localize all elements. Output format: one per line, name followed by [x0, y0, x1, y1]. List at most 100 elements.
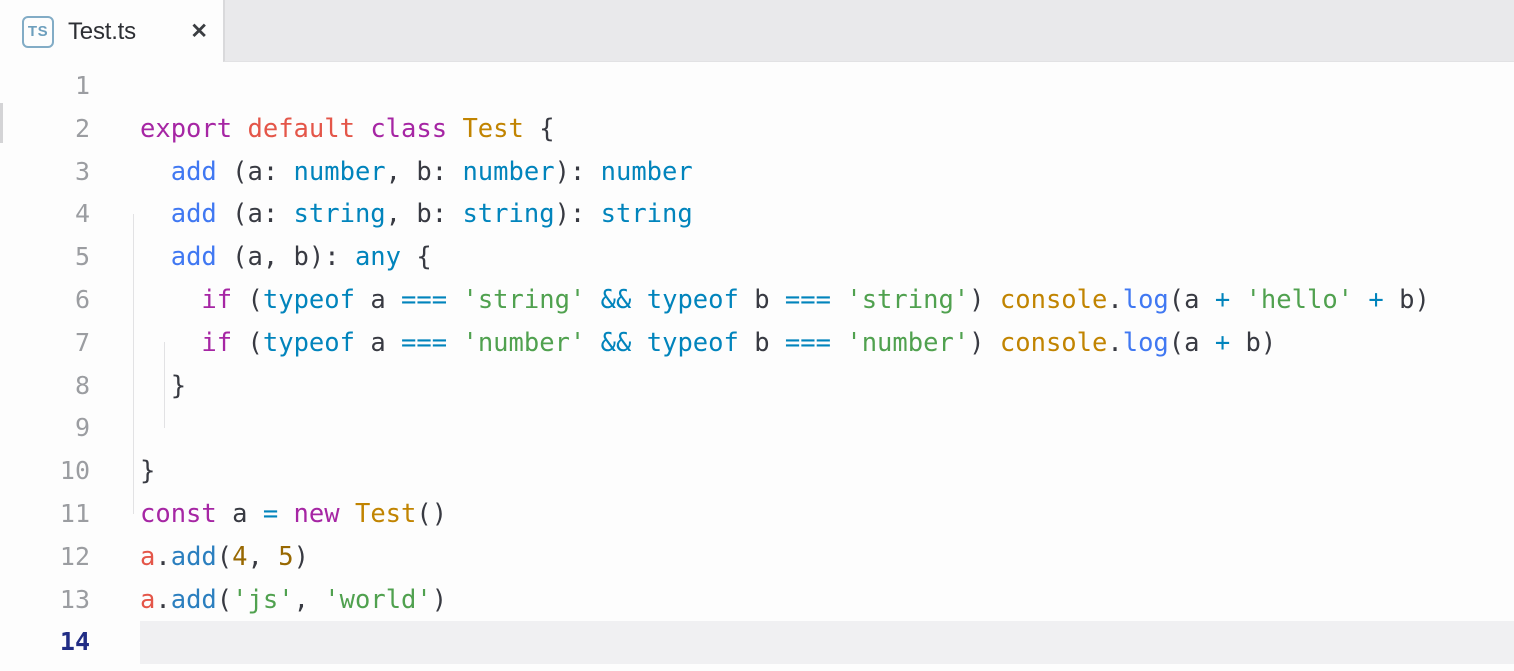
code-token: .	[1107, 327, 1123, 358]
close-icon[interactable]: ✕	[190, 20, 208, 43]
line-number[interactable]: 5	[74, 242, 90, 272]
code-token	[447, 328, 462, 358]
line-number[interactable]: 8	[74, 370, 90, 400]
code-token: =	[262, 498, 279, 529]
code-token: }	[140, 456, 156, 487]
code-token: ===	[401, 284, 448, 315]
code-token: +	[1214, 327, 1231, 358]
line-number[interactable]: 14	[59, 627, 90, 657]
code-token: a	[140, 584, 156, 615]
code-line-content[interactable]: add (a, b): any {	[140, 236, 1514, 279]
code-token	[1230, 285, 1245, 315]
code-line-content[interactable]: a.add('js', 'world')	[140, 579, 1514, 622]
line-number[interactable]: 1	[74, 71, 90, 100]
code-token: if	[201, 327, 233, 358]
code-token: , b:	[385, 156, 463, 187]
tab-test-ts[interactable]: TS Test.ts ✕	[0, 0, 223, 63]
line-number[interactable]: 10	[59, 456, 90, 486]
code-token: (a:	[216, 199, 294, 230]
code-token: typeof	[646, 327, 739, 358]
code-line-content[interactable]: add (a: number, b: number): number	[140, 151, 1514, 194]
code-token: 'string'	[846, 284, 970, 315]
code-token: number	[293, 156, 386, 187]
code-line-content[interactable]: export default class Test {	[140, 108, 1514, 151]
code-token: number	[600, 156, 693, 187]
code-line-content[interactable]: }	[140, 365, 1514, 408]
code-token: number	[462, 156, 555, 187]
code-line-content[interactable]	[140, 407, 1514, 450]
code-token: log	[1122, 327, 1169, 358]
code-line: 4 add (a: string, b: string): string	[0, 193, 1514, 236]
code-token: a	[354, 284, 402, 315]
code-token	[447, 285, 462, 315]
tab-bar-empty-area	[223, 0, 1514, 62]
code-token	[447, 114, 462, 144]
code-token: add	[170, 541, 217, 572]
code-token: if	[201, 284, 233, 315]
code-line-content[interactable]	[140, 65, 1514, 108]
code-line-content[interactable]	[140, 621, 1514, 665]
code-token: )	[969, 327, 1000, 358]
code-token: const	[140, 498, 217, 529]
code-token: &&	[600, 327, 632, 358]
code-line: 13 a.add('js', 'world')	[0, 579, 1514, 622]
line-number[interactable]: 6	[74, 284, 90, 314]
code-token: ===	[784, 327, 831, 358]
code-token	[1353, 285, 1368, 315]
line-number[interactable]: 11	[59, 498, 90, 528]
code-token: .	[155, 541, 171, 572]
code-token: ,	[293, 584, 325, 615]
code-token: , b:	[385, 199, 463, 230]
code-line: 3 add (a: number, b: number): number	[0, 151, 1514, 194]
code-token	[340, 499, 355, 529]
line-number[interactable]: 9	[74, 413, 90, 443]
code-line-content[interactable]: const a = new Test()	[140, 493, 1514, 536]
code-token: )	[431, 584, 448, 615]
code-token	[585, 285, 600, 315]
code-line: 5 add (a, b): any {	[0, 236, 1514, 279]
code-token: add	[170, 584, 217, 615]
line-number[interactable]: 12	[59, 541, 90, 571]
code-line-content[interactable]: }	[140, 450, 1514, 493]
code-token: a	[140, 541, 156, 572]
code-token: ):	[554, 156, 601, 187]
code-token	[585, 328, 600, 358]
indent-guide	[133, 213, 134, 514]
code-token: add	[170, 156, 217, 187]
line-number[interactable]: 7	[74, 327, 90, 357]
code-token: new	[293, 498, 340, 529]
code-token: log	[1122, 284, 1169, 315]
line-number[interactable]: 4	[74, 199, 90, 229]
code-token: +	[1214, 284, 1231, 315]
code-token	[631, 285, 646, 315]
code-line-content[interactable]: a.add(4, 5)	[140, 536, 1514, 579]
code-token: class	[370, 113, 448, 144]
code-line-content[interactable]: if (typeof a === 'number' && typeof b ==…	[140, 322, 1514, 365]
code-token	[631, 328, 646, 358]
code-token: (a, b):	[216, 242, 355, 273]
code-line: 14	[0, 621, 1514, 665]
code-token: 'number'	[846, 327, 970, 358]
code-token	[355, 114, 370, 144]
line-number[interactable]: 13	[59, 584, 90, 614]
code-token: typeof	[262, 284, 355, 315]
line-number[interactable]: 3	[74, 156, 90, 186]
code-line: 9	[0, 407, 1514, 450]
code-token	[831, 285, 846, 315]
code-line: 11 const a = new Test()	[0, 493, 1514, 536]
code-line-content[interactable]: add (a: string, b: string): string	[140, 193, 1514, 236]
code-token: .	[155, 584, 171, 615]
code-line-content[interactable]: if (typeof a === 'string' && typeof b ==…	[140, 279, 1514, 322]
code-token: 'number'	[462, 327, 586, 358]
line-number[interactable]: 2	[74, 113, 90, 143]
code-token: a	[216, 498, 263, 529]
code-token: .	[1107, 284, 1123, 315]
code-token: (	[216, 541, 233, 572]
code-token: typeof	[262, 327, 355, 358]
code-token: add	[170, 199, 217, 230]
code-token: b	[738, 327, 785, 358]
code-token: any	[354, 242, 402, 273]
code-token: &&	[600, 284, 632, 315]
code-line: 6 if (typeof a === 'string' && typeof b …	[0, 279, 1514, 322]
